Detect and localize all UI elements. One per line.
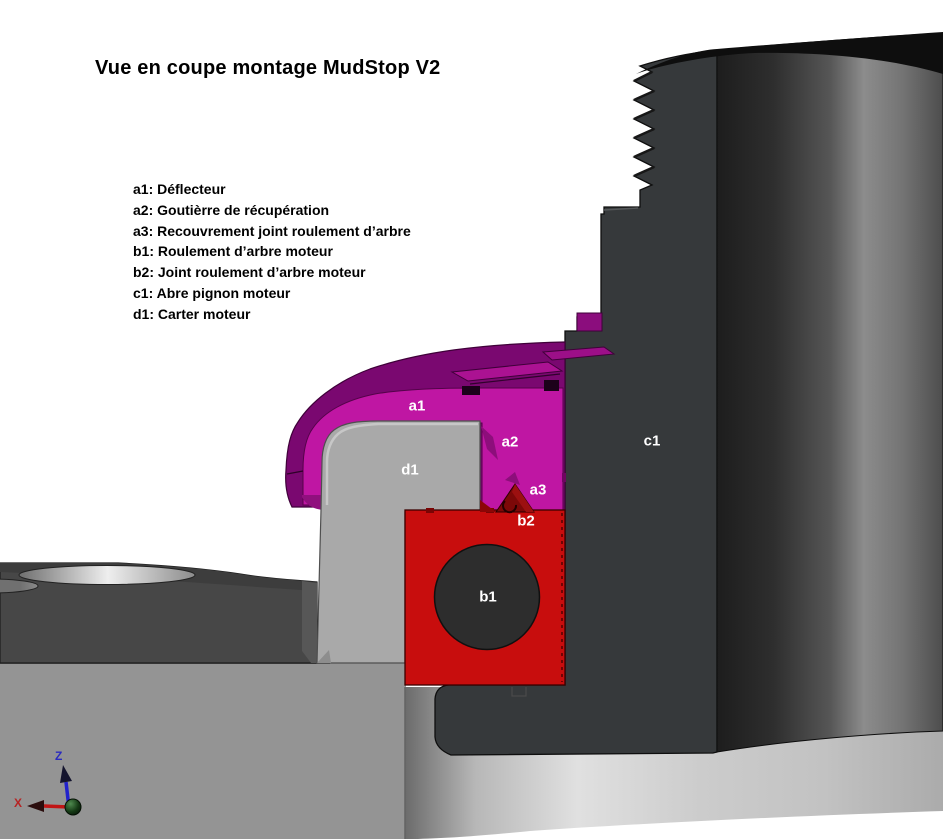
part-d1-carter-wall bbox=[316, 420, 481, 664]
background-below-housing bbox=[418, 811, 943, 839]
part-b2-seal bbox=[495, 483, 535, 514]
part-b1-bearing bbox=[404, 500, 566, 686]
deflector-rim-sliver bbox=[576, 312, 603, 332]
flange-with-holes bbox=[0, 562, 318, 664]
bearing-roller bbox=[433, 543, 541, 651]
bolt-hole-edge bbox=[0, 578, 39, 594]
bolt-hole bbox=[18, 565, 196, 585]
shaft-outer-cylinder bbox=[636, 32, 943, 753]
axis-triad bbox=[27, 765, 82, 816]
axis-origin-sphere bbox=[64, 798, 82, 816]
